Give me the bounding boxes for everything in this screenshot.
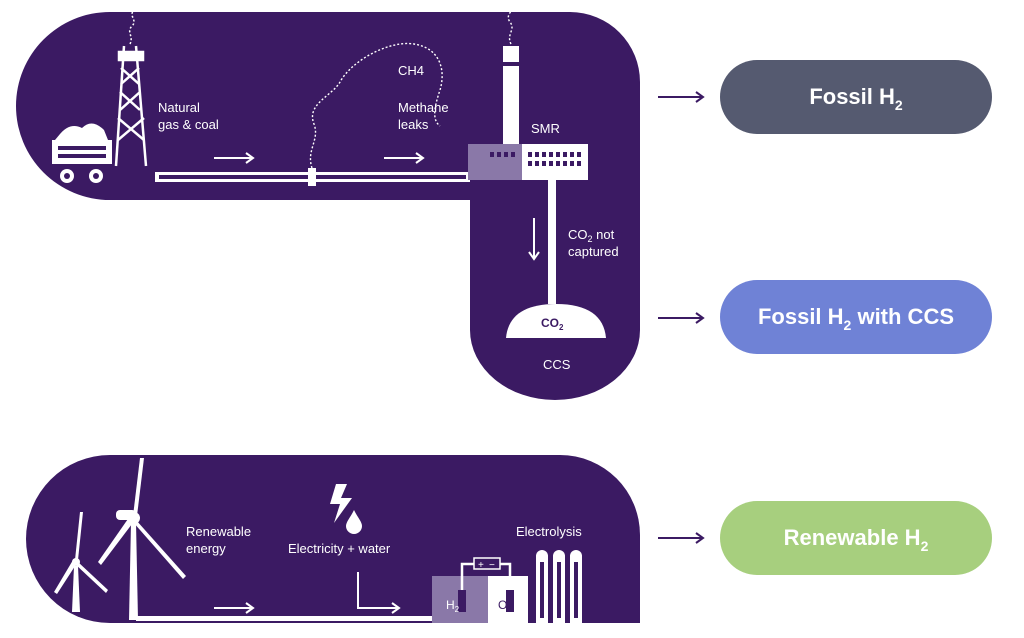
storage-tanks-icon (536, 550, 582, 623)
wind-turbine-large-icon (98, 458, 186, 620)
label-ccs: CCS (543, 357, 571, 372)
renewable-pipeline (136, 616, 432, 621)
label-electricity-water: Electricity + water (288, 541, 391, 556)
label-smr: SMR (531, 121, 560, 136)
coal-cart-icon (52, 123, 112, 183)
label-ch4: CH4 (398, 63, 424, 78)
arrow-to-renewable (658, 532, 705, 544)
fossil-h2-label: Fossil H2 (809, 84, 903, 113)
flow-arrow-2 (384, 152, 425, 164)
renewable-h2-pill (720, 501, 992, 575)
electrode-plus: + (478, 560, 484, 571)
label-electrolysis: Electrolysis (516, 524, 582, 539)
flow-arrow-4 (357, 572, 401, 614)
storage-co2-label: CO2 (541, 316, 564, 332)
fossil-h2-ccs-pill (720, 280, 992, 354)
renewable-h2-label: Renewable H2 (784, 525, 929, 554)
label-energy: energy (186, 541, 226, 556)
cell-h2-label: H2 (446, 598, 460, 614)
fossil-panel (16, 12, 640, 400)
fossil-h2-ccs-label: Fossil H2 with CCS (758, 304, 954, 333)
arrow-to-fossil-ccs (658, 312, 705, 324)
smr-plant-icon (468, 3, 588, 304)
flow-arrow-3 (214, 602, 255, 614)
electrolysis-cell-icon (432, 557, 528, 623)
co2-storage-icon (506, 304, 606, 338)
oil-derrick-icon (114, 9, 148, 167)
wind-turbine-small-icon (54, 512, 108, 612)
label-natural: Natural (158, 100, 200, 115)
electrode-minus: − (489, 560, 495, 571)
co2-down-arrow (528, 218, 540, 261)
cell-o2-label: O2 (498, 598, 512, 614)
label-leaks: leaks (398, 117, 429, 132)
label-gas-coal: gas & coal (158, 117, 219, 132)
label-renewable: Renewable (186, 524, 251, 539)
pipeline (155, 42, 470, 186)
arrow-to-fossil (658, 91, 705, 103)
label-co2-not: CO2 not (568, 227, 615, 244)
label-captured: captured (568, 244, 619, 259)
label-methane: Methane (398, 100, 449, 115)
lightning-droplet-icon (330, 484, 362, 534)
fossil-h2-pill (720, 60, 992, 134)
flow-arrow-1 (214, 152, 255, 164)
